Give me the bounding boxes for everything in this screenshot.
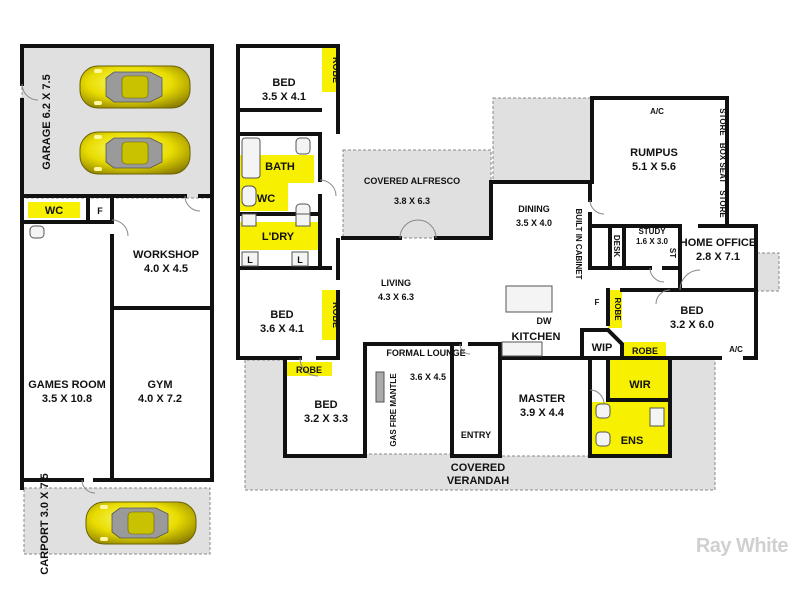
games-room-dim: 3.5 X 10.8: [42, 393, 92, 405]
door-swings: [21, 83, 701, 494]
bath-label: BATH: [265, 161, 295, 173]
cabinet-label: BUILT IN CABINET: [574, 209, 583, 280]
bed-1-dim: 3.5 X 4.1: [262, 91, 306, 103]
wip-label: WIP: [592, 342, 613, 354]
bed-1-name: BED: [272, 77, 295, 89]
entry-label: ENTRY: [461, 430, 491, 440]
desk-label: DESK: [612, 235, 621, 257]
f-label: F: [97, 206, 103, 216]
room-labels: GARAGE 6.2 X 7.5 WC F WORKSHOP 4.0 X 4.5…: [28, 57, 756, 575]
alfresco-dim: 3.8 X 6.3: [394, 196, 430, 206]
rumpus-name: RUMPUS: [630, 147, 678, 159]
box-seat-label: BOX SEAT: [718, 143, 727, 183]
wir-label: WIR: [629, 379, 650, 391]
master-name: MASTER: [519, 393, 566, 405]
ac-1-label: A/C: [650, 107, 664, 116]
l-label-2: L: [297, 255, 303, 265]
home-office-name: HOME OFFICE: [680, 237, 756, 249]
workshop-dim: 4.0 X 4.5: [144, 263, 188, 275]
master-dim: 3.9 X 4.4: [520, 407, 565, 419]
home-office-dim: 2.8 X 7.1: [696, 251, 740, 263]
fireplace-label: GAS FIRE MANTLE: [389, 373, 398, 447]
wc-label: WC: [45, 205, 63, 217]
garage-label: GARAGE 6.2 X 7.5: [41, 74, 53, 169]
store-1-label: STORE: [718, 108, 727, 136]
gym-name: GYM: [147, 379, 172, 391]
bed-4-name: BED: [680, 305, 703, 317]
gym-dim: 4.0 X 7.2: [138, 393, 182, 405]
verandah-name-2: VERANDAH: [447, 475, 509, 487]
robe-4-label: ROBE: [613, 297, 622, 321]
formal-lounge-dim: 3.6 X 4.5: [410, 372, 446, 382]
laundry-label: L'DRY: [262, 231, 295, 243]
fixtures: [29, 137, 665, 447]
workshop-name: WORKSHOP: [133, 249, 199, 261]
verandah-name: COVERED: [451, 462, 505, 474]
living-dim: 4.3 X 6.3: [378, 292, 414, 302]
dw-label: DW: [537, 316, 552, 326]
store-2-label: STORE: [718, 190, 727, 218]
bed-2-name: BED: [270, 309, 293, 321]
bed-3-dim: 3.2 X 3.3: [304, 413, 348, 425]
walls: [20, 44, 758, 490]
dining-dim: 3.5 X 4.0: [516, 218, 552, 228]
robe-5-label: ROBE: [632, 346, 658, 356]
kitchen-label: KITCHEN: [512, 331, 561, 343]
wc-2-label: WC: [257, 193, 275, 205]
living-name: LIVING: [381, 278, 411, 288]
ac-2-label: A/C: [729, 345, 743, 354]
garage-cars: [79, 65, 197, 545]
l-label-1: L: [247, 255, 253, 265]
formal-lounge-name: FORMAL LOUNGE: [386, 348, 465, 358]
alfresco-name: COVERED ALFRESCO: [364, 176, 460, 186]
study-dim: 1.6 X 3.0: [636, 237, 669, 246]
games-room-name: GAMES ROOM: [28, 379, 106, 391]
st-label: ST: [668, 248, 677, 258]
ray-white-logo: Ray White: [695, 535, 789, 557]
ens-label: ENS: [621, 435, 644, 447]
dining-name: DINING: [518, 204, 550, 214]
bed-2-dim: 3.6 X 4.1: [260, 323, 304, 335]
bed-4-dim: 3.2 X 6.0: [670, 319, 714, 331]
bed-3-name: BED: [314, 399, 337, 411]
rumpus-dim: 5.1 X 5.6: [632, 161, 676, 173]
robe-3-label: ROBE: [296, 365, 322, 375]
robe-1-label: ROBE: [331, 57, 341, 83]
study-name: STUDY: [638, 227, 666, 236]
carport-label: CARPORT 3.0 X 7.5: [39, 473, 51, 574]
robe-2-label: ROBE: [331, 302, 341, 328]
f-2-label: F: [595, 298, 600, 307]
